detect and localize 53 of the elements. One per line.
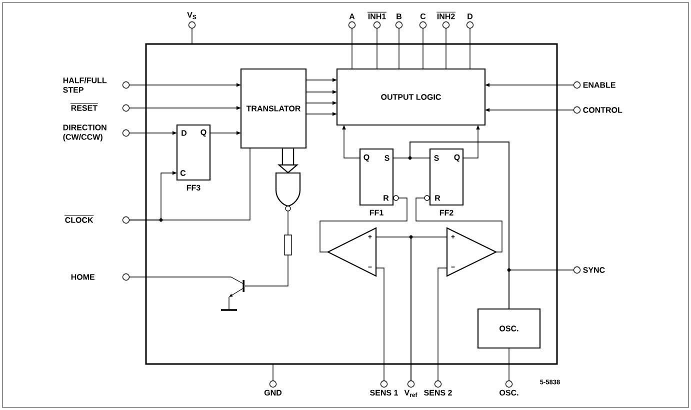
function-block: TRANSLATOR xyxy=(240,68,307,149)
connector-line xyxy=(272,364,274,382)
port-label: C xyxy=(180,170,186,176)
flip-flop-label: FF2 xyxy=(440,210,454,216)
connector-line xyxy=(398,28,400,70)
transistor-symbol xyxy=(224,276,244,297)
function-block: OUTPUT LOGIC xyxy=(336,68,486,126)
function-block: OSC. xyxy=(477,308,541,349)
port-label: S xyxy=(434,155,439,161)
pin-label: SYNC xyxy=(583,267,605,273)
pin-label: OSC. xyxy=(500,390,518,396)
pin-label: INH1 xyxy=(367,12,387,20)
pin-label: CONTROL xyxy=(583,107,622,113)
pin-label: CLOCK xyxy=(64,215,94,223)
resistor xyxy=(284,234,292,256)
pin-label: INH2 xyxy=(436,12,456,20)
pin-label: ENABLE xyxy=(583,82,616,88)
pin-label: RESET xyxy=(70,103,98,111)
connector-line xyxy=(508,270,574,310)
pin-label: DIRECTION (CW/CCW) xyxy=(63,124,106,142)
pin-label: GND xyxy=(264,390,282,396)
pin-label: V$_{S}$ xyxy=(187,12,196,20)
pin-label: SENS 1 xyxy=(370,390,398,396)
connector-line xyxy=(128,148,250,220)
connector-line xyxy=(422,28,424,70)
port-label: D xyxy=(182,130,187,136)
pin-label: B xyxy=(396,14,402,20)
connector-line xyxy=(438,268,448,382)
flip-flop-label: FF3 xyxy=(186,184,200,191)
pin-label: V$_{ref}$ xyxy=(404,390,418,398)
port-label: Q xyxy=(200,129,206,137)
port-label: S xyxy=(384,155,390,161)
pin-label: HALF/FULL STEP xyxy=(63,77,107,93)
port-label: Q xyxy=(364,154,370,162)
connector-line xyxy=(410,236,448,382)
connector-line xyxy=(128,276,226,278)
chip-outline xyxy=(145,43,558,365)
flip-flop-label: FF1 xyxy=(370,210,384,216)
port-label: R xyxy=(384,195,389,201)
pin-label: D xyxy=(468,14,473,20)
pin-label: SENS 2 xyxy=(424,390,452,396)
pin-label: A xyxy=(349,14,355,20)
pin-label: HOME xyxy=(71,274,95,280)
port-label: R xyxy=(435,195,440,201)
pin-label: C xyxy=(420,14,426,20)
connector-line xyxy=(244,254,288,286)
connector-line xyxy=(376,268,384,382)
nand-gate xyxy=(275,172,301,212)
connector-line xyxy=(416,198,502,252)
connector-line xyxy=(320,198,408,252)
connector-line xyxy=(376,28,378,70)
connector-line xyxy=(508,348,510,382)
port-label: Q xyxy=(454,154,460,162)
